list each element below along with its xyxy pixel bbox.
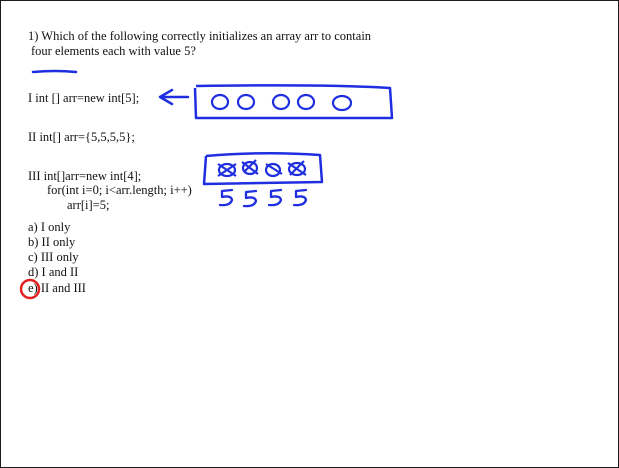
statement-iii-line-2: for(int i=0; i<arr.length; i++)	[47, 183, 192, 197]
question-line-2: four elements each with value 5?	[31, 44, 196, 58]
statement-iii-line-1: III int[]arr=new int[4];	[28, 169, 142, 183]
option-c: c) III only	[28, 250, 79, 264]
statement-i: I int [] arr=new int[5];	[28, 91, 140, 105]
question-line-1: 1) Which of the following correctly init…	[28, 29, 372, 43]
option-b: b) II only	[28, 235, 76, 249]
option-d: d) I and II	[28, 265, 79, 279]
statement-iii-line-3: arr[i]=5;	[67, 198, 110, 212]
statement-ii: II int[] arr={5,5,5,5};	[28, 130, 135, 144]
option-a: a) I only	[28, 220, 71, 234]
option-e: e) II and III	[28, 281, 86, 295]
